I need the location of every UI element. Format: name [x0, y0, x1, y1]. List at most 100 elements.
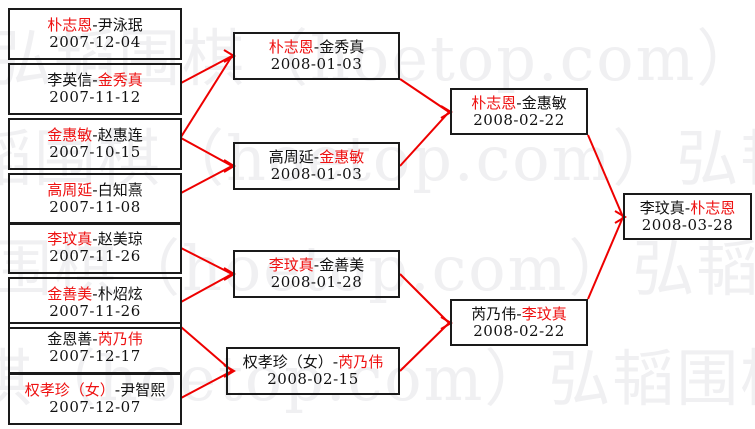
player-winner: 朴志恩 — [471, 93, 517, 112]
match-box-r2m4[interactable]: 权孝珍（女）-芮乃伟 2008-02-15 — [226, 347, 400, 395]
match-date: 2008-01-28 — [270, 273, 363, 291]
match-players: 权孝珍（女）-芮乃伟 — [243, 354, 383, 371]
match-players: 李玟真-金善美 — [269, 257, 364, 274]
match-date: 2007-12-17 — [49, 347, 141, 365]
match-date: 2008-03-28 — [641, 215, 734, 234]
match-date: 2007-12-07 — [49, 398, 141, 416]
player-winner: 金惠敏 — [47, 126, 93, 145]
vs-dash: - — [313, 148, 320, 167]
player-winner: 朴志恩 — [690, 198, 736, 217]
connector-r1m3-r2m2 — [180, 137, 233, 167]
vs-dash: - — [332, 353, 339, 372]
match-date: 2007-10-15 — [49, 143, 141, 161]
match-players: 李玟真-赵美琼 — [47, 231, 142, 248]
match-date: 2008-02-22 — [473, 321, 565, 340]
player-winner: 芮乃伟 — [97, 330, 143, 349]
connector-r2m4-r3m2 — [399, 322, 450, 372]
vs-dash: - — [92, 181, 98, 200]
vs-dash: - — [92, 330, 98, 349]
vs-dash: - — [684, 198, 691, 217]
match-box-r1m2[interactable]: 李英信-金秀真 2007-11-12 — [8, 63, 182, 115]
match-box-r1m5[interactable]: 李玟真-赵美琼 2007-11-26 — [8, 222, 182, 274]
player-winner: 李玟真 — [47, 230, 93, 249]
player-loser: 李英信 — [47, 71, 93, 90]
vs-dash: - — [313, 38, 320, 57]
match-box-r3m2[interactable]: 芮乃伟-李玟真 2008-02-22 — [450, 299, 588, 346]
match-box-r2m3[interactable]: 李玟真-金善美 2008-01-28 — [233, 250, 400, 298]
match-box-final[interactable]: 李玟真-朴志恩 2008-03-28 — [623, 193, 752, 240]
match-players: 朴志恩-金惠敏 — [471, 93, 567, 112]
vs-dash: - — [313, 256, 320, 275]
player-loser: 高周延 — [268, 148, 314, 167]
match-players: 朴志恩-金秀真 — [269, 39, 364, 56]
vs-dash: - — [92, 126, 98, 145]
vs-dash: - — [92, 16, 98, 35]
match-box-r1m1[interactable]: 朴志恩-尹泳珉 2007-12-04 — [8, 8, 182, 60]
player-loser: 芮乃伟 — [471, 304, 517, 323]
match-players: 芮乃伟-李玟真 — [471, 304, 567, 323]
player-winner: 金惠敏 — [319, 148, 365, 167]
player-winner: 金善美 — [47, 285, 93, 304]
match-date: 2007-12-04 — [49, 33, 141, 51]
match-box-r1m7[interactable]: 金恩善-芮乃伟 2007-12-17 — [8, 322, 182, 374]
connector-r2m1-r3m1 — [399, 78, 450, 113]
player-winner: 芮乃伟 — [338, 353, 384, 372]
match-date: 2008-01-03 — [270, 165, 363, 183]
match-players: 权孝珍（女）-尹智熙 — [25, 382, 165, 399]
match-date: 2007-11-08 — [49, 198, 141, 216]
match-players: 金恩善-芮乃伟 — [47, 331, 142, 348]
match-date: 2007-11-12 — [49, 88, 141, 106]
match-box-r1m4[interactable]: 高周延-白知熹 2007-11-08 — [8, 173, 182, 225]
player-loser: 赵美琼 — [97, 230, 143, 249]
connector-r1m7-r2m4 — [180, 326, 233, 372]
player-winner: 李玟真 — [521, 304, 567, 323]
match-box-r1m6[interactable]: 金善美-朴炤炫 2007-11-26 — [8, 277, 182, 329]
connector-r3m1-final — [587, 134, 624, 218]
player-winner: 金秀真 — [97, 71, 143, 90]
match-players: 朴志恩-尹泳珉 — [47, 17, 142, 34]
match-box-r2m1[interactable]: 朴志恩-金秀真 2008-01-03 — [233, 32, 400, 80]
match-players: 高周延-金惠敏 — [269, 149, 364, 166]
player-loser: 金恩善 — [47, 330, 93, 349]
match-players: 金善美-朴炤炫 — [47, 286, 142, 303]
match-date: 2007-11-26 — [49, 302, 141, 320]
vs-dash: - — [516, 304, 522, 323]
player-loser: 尹智熙 — [120, 381, 166, 400]
player-loser: 朴炤炫 — [97, 285, 143, 304]
match-players: 李英信-金秀真 — [47, 72, 142, 89]
player-loser: 李玟真 — [639, 198, 685, 217]
match-box-r1m8[interactable]: 权孝珍（女）-尹智熙 2007-12-07 — [8, 373, 182, 425]
player-loser: 权孝珍（女） — [242, 353, 333, 372]
vs-dash: - — [92, 285, 98, 304]
connector-r1m5-r2m3 — [180, 247, 233, 275]
vs-dash: - — [92, 71, 98, 90]
connector-r3m2-final — [587, 216, 624, 300]
connector-r1m8-r2m4 — [180, 370, 233, 399]
match-box-r1m3[interactable]: 金惠敏-赵惠连 2007-10-15 — [8, 118, 182, 170]
connector-r2m3-r3m2 — [399, 273, 450, 324]
connector-r2m2-r3m1 — [399, 111, 450, 167]
match-players: 金惠敏-赵惠连 — [47, 127, 142, 144]
connector-r1m1-r2m1 — [180, 55, 233, 84]
connector-r1m2-r2m1 — [180, 55, 233, 138]
match-players: 高周延-白知熹 — [47, 182, 142, 199]
player-loser: 金善美 — [319, 256, 365, 275]
vs-dash: - — [114, 381, 121, 400]
player-loser: 金秀真 — [319, 38, 365, 57]
player-winner: 高周延 — [47, 181, 93, 200]
player-winner: 朴志恩 — [268, 38, 314, 57]
vs-dash: - — [516, 93, 522, 112]
match-players: 李玟真-朴志恩 — [639, 198, 736, 217]
match-date: 2008-01-03 — [270, 55, 363, 73]
match-box-r3m1[interactable]: 朴志恩-金惠敏 2008-02-22 — [450, 88, 588, 135]
vs-dash: - — [92, 230, 98, 249]
match-date: 2008-02-15 — [267, 370, 359, 388]
player-loser: 赵惠连 — [97, 126, 143, 145]
player-loser: 尹泳珉 — [97, 16, 143, 35]
player-loser: 金惠敏 — [521, 93, 567, 112]
connector-r1m6-r2m3 — [180, 273, 233, 303]
match-box-r2m2[interactable]: 高周延-金惠敏 2008-01-03 — [233, 142, 400, 190]
player-winner: 朴志恩 — [47, 16, 93, 35]
player-winner: 李玟真 — [268, 256, 314, 275]
